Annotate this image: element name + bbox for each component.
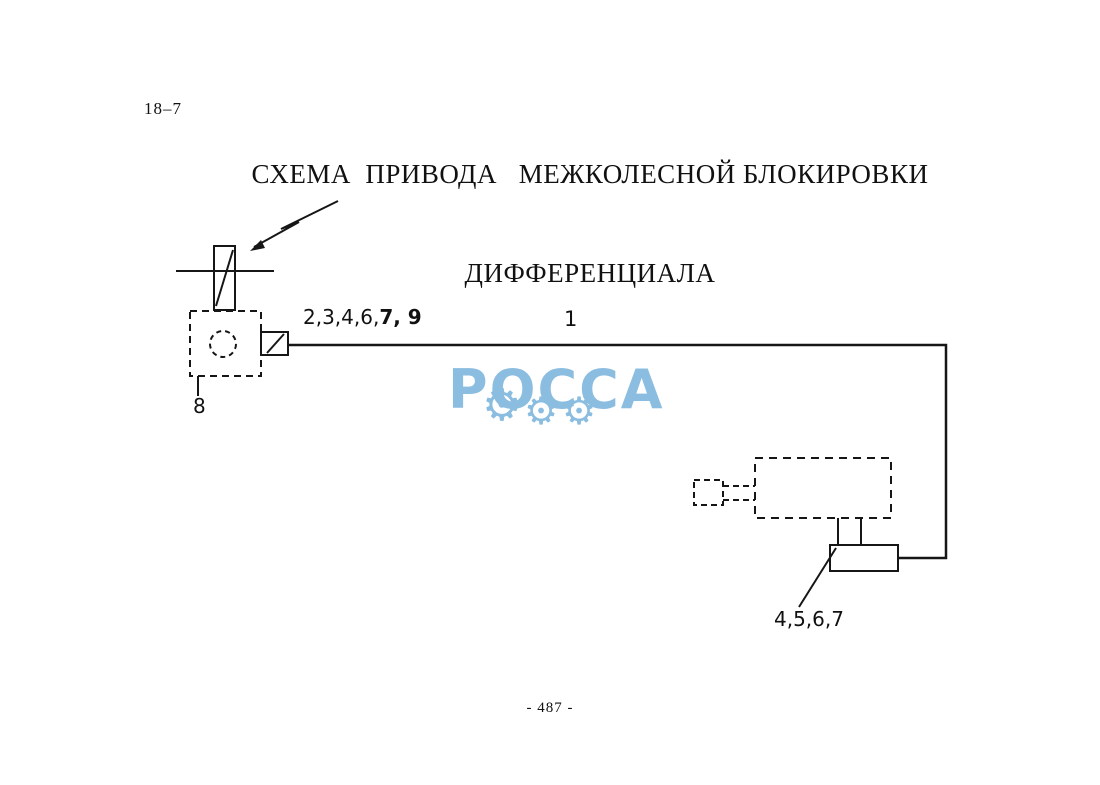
pointer-arrowhead bbox=[250, 240, 265, 251]
cylinder-left-port bbox=[693, 479, 724, 506]
cylinder-housing bbox=[754, 457, 892, 519]
label-cylinder-fittings: 4,5,6,7 bbox=[774, 607, 844, 631]
control-valve-port bbox=[209, 330, 237, 358]
label-main-pipe: 1 bbox=[564, 307, 578, 331]
section-ref: 18–7 bbox=[144, 99, 182, 118]
control-valve-body bbox=[189, 310, 262, 377]
gear-icon: ⚙ bbox=[562, 389, 597, 433]
page-title-line1: СХЕМА ПРИВОДА МЕЖКОЛЕСНОЙ БЛОКИРОВКИ bbox=[251, 159, 929, 189]
main-pipe-line bbox=[288, 343, 948, 560]
outlet-fitting-slash bbox=[266, 333, 285, 354]
label-pipe-fittings: 2,3,4,6,7, 9 bbox=[303, 305, 422, 329]
outlet-fitting bbox=[260, 331, 289, 356]
actuator-stem bbox=[213, 245, 236, 311]
inlet-block bbox=[829, 544, 899, 572]
label-control-valve: 8 bbox=[193, 394, 206, 418]
watermark-text: РОССА bbox=[448, 358, 665, 421]
actuator-stem-slash bbox=[215, 249, 234, 307]
cylinder-label-leader bbox=[798, 547, 837, 608]
label-pipe-fittings-normal: 2,3,4,6, bbox=[303, 305, 380, 329]
gear-icon: ⚙ bbox=[524, 389, 559, 433]
page-number: - 487 - bbox=[526, 700, 574, 716]
gear-icon: ⚙ bbox=[482, 380, 522, 431]
page-title: СХЕМА ПРИВОДА МЕЖКОЛЕСНОЙ БЛОКИРОВКИ ДИФ… bbox=[80, 92, 1100, 356]
pointer-arrow-line bbox=[253, 200, 339, 248]
watermark: РОССА ⚙ ⚙ ⚙ bbox=[448, 358, 688, 438]
label-pipe-fittings-bold: 7, 9 bbox=[379, 305, 422, 329]
page-title-line2: ДИФФЕРЕНЦИАЛА bbox=[464, 258, 716, 288]
